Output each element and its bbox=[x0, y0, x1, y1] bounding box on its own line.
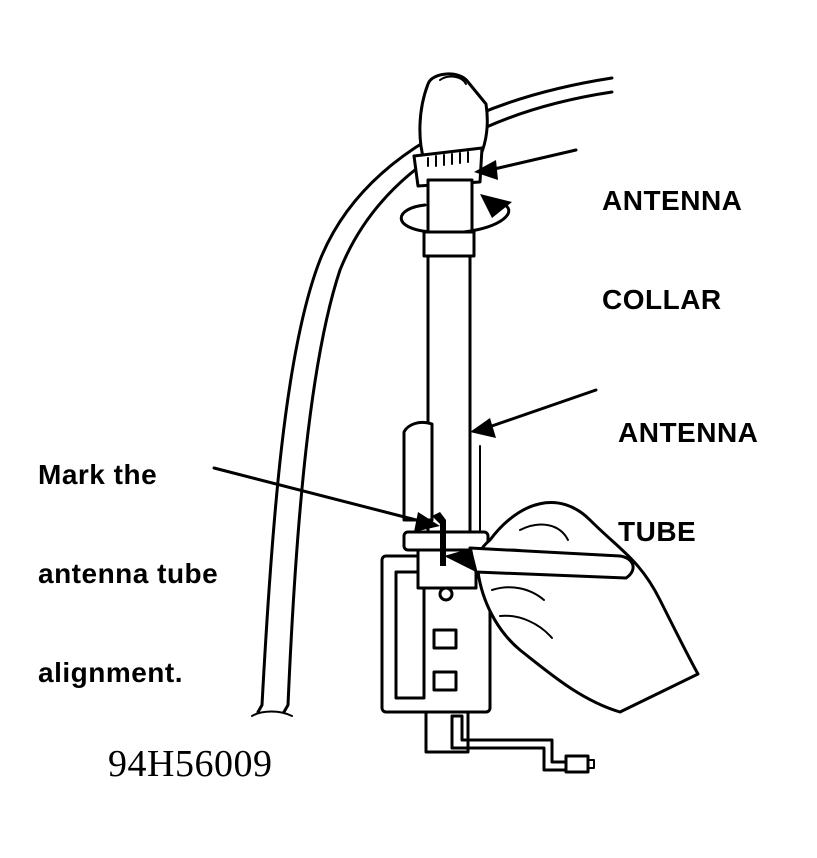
antenna-cap bbox=[418, 72, 489, 162]
marker-pen bbox=[468, 546, 635, 580]
fender-inner-curve bbox=[282, 90, 614, 714]
mounting-bracket bbox=[450, 714, 570, 772]
mark-leader bbox=[212, 466, 426, 524]
mark-instruction-line2: antenna tube bbox=[38, 558, 219, 589]
tube-leader-head bbox=[470, 418, 496, 438]
figure-code: 94H56009 bbox=[108, 743, 273, 785]
mount-bolt bbox=[438, 586, 454, 602]
housing-slot-2 bbox=[432, 670, 458, 692]
collar-shaft bbox=[426, 178, 474, 234]
fender-base bbox=[251, 710, 293, 717]
mark-instruction: Mark the antenna tube alignment. bbox=[38, 392, 218, 755]
collar-leader bbox=[488, 148, 578, 172]
hand-thumb bbox=[519, 523, 569, 541]
mark-leader-head bbox=[414, 512, 440, 532]
bracket-connector bbox=[564, 754, 590, 774]
antenna-tube-band bbox=[422, 230, 476, 258]
tube-label: ANTENNA TUBE bbox=[618, 350, 758, 614]
antenna-collar-body bbox=[412, 146, 484, 188]
bracket-tip bbox=[587, 759, 595, 769]
mark-instruction-line3: alignment. bbox=[38, 657, 184, 688]
mark-instruction-line1: Mark the bbox=[38, 459, 158, 490]
collar-leader-head bbox=[474, 160, 498, 180]
tube-leader bbox=[484, 388, 598, 430]
marker-tip bbox=[444, 548, 476, 572]
rotation-arrowhead bbox=[480, 194, 512, 218]
antenna-cap-lip bbox=[439, 75, 467, 85]
collar-label: ANTENNA COLLAR bbox=[602, 118, 742, 382]
alignment-mark bbox=[432, 512, 446, 566]
antenna-tube bbox=[426, 254, 472, 552]
motor-housing-inner bbox=[394, 570, 426, 700]
tube-label-line1: ANTENNA bbox=[618, 417, 759, 448]
mast-housing-upper bbox=[402, 420, 434, 522]
tube-label-line2: TUBE bbox=[618, 516, 697, 547]
collar-label-line1: ANTENNA bbox=[602, 185, 743, 216]
collar-ribs bbox=[427, 151, 469, 167]
collar-label-line2: COLLAR bbox=[602, 284, 722, 315]
housing-slot-1 bbox=[432, 628, 458, 650]
